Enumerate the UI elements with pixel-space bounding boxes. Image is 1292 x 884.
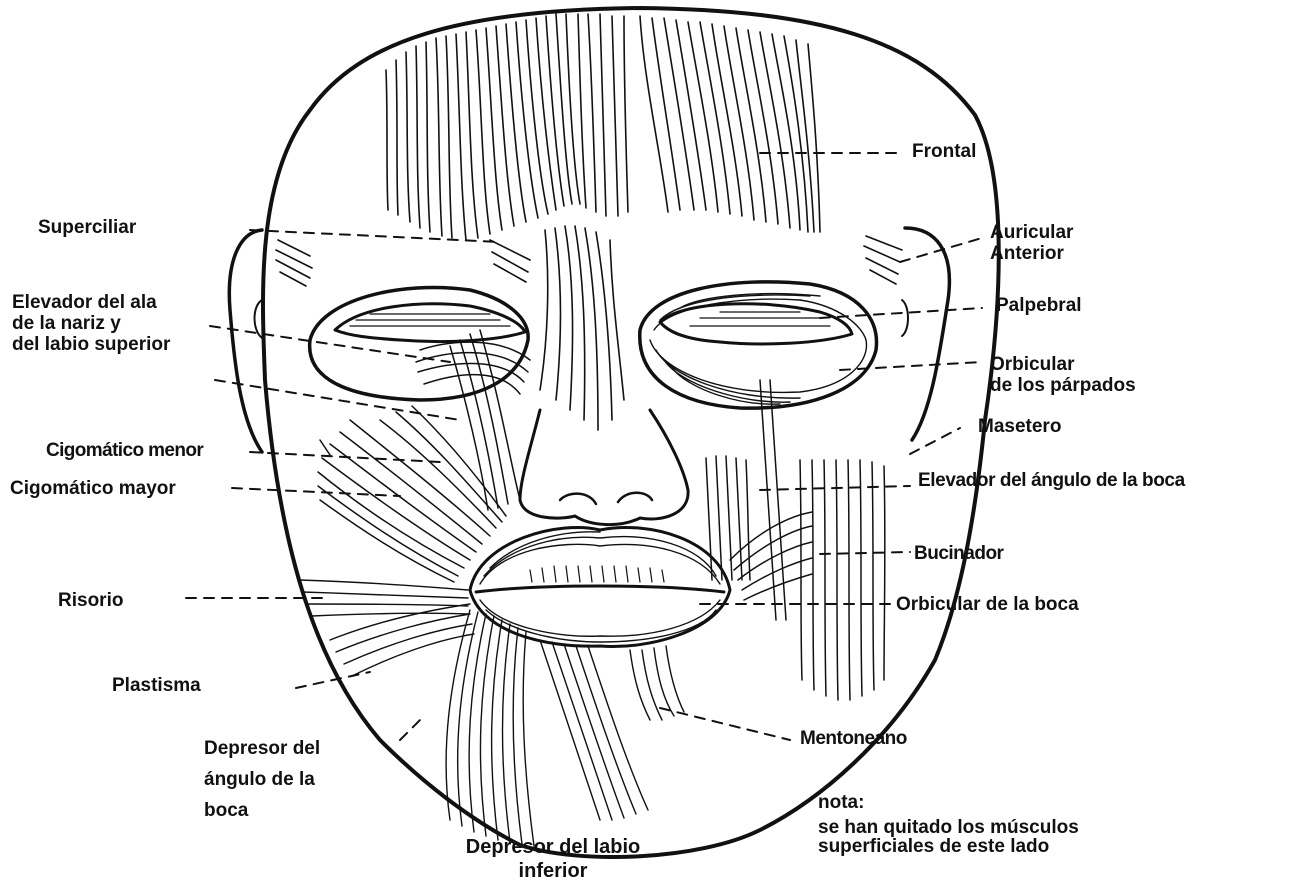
label-masetero: Masetero — [978, 416, 1061, 437]
risorio-muscle — [300, 580, 468, 616]
right-eye — [660, 304, 852, 344]
note-title: nota: — [818, 792, 864, 813]
frontal-muscle — [386, 14, 820, 240]
leader-depresor-angulo — [400, 720, 420, 740]
elevador-ala-muscle — [416, 330, 530, 510]
leader-palpebral — [820, 308, 982, 318]
label-depresor-angulo: Depresor del ángulo de la boca — [204, 733, 320, 826]
lips-line — [476, 586, 724, 592]
leader-plastisma — [296, 672, 370, 688]
label-elevador-ala: Elevador del ala de la nariz y del labio… — [12, 292, 170, 355]
depresor-labio-muscle — [540, 640, 648, 820]
label-risorio: Risorio — [58, 590, 123, 611]
label-cigomatico-menor: Cigomático menor — [46, 440, 203, 461]
leader-mentoneano — [660, 708, 790, 740]
auricular-anterior-muscle — [864, 236, 902, 284]
leader-elevador-angulo — [760, 486, 910, 490]
label-depresor-labio: Depresor del labio inferior — [438, 835, 668, 883]
label-orbicular-boca: Orbicular de la boca — [896, 594, 1079, 615]
masetero-muscle — [760, 380, 885, 700]
label-cigomatico-mayor: Cigomático mayor — [10, 478, 176, 499]
label-frontal: Frontal — [912, 141, 976, 162]
label-mentoneano: Mentoneano — [800, 728, 907, 749]
label-elevador-angulo: Elevador del ángulo de la boca — [918, 470, 1185, 491]
nose-outline — [520, 410, 688, 525]
note-text: se han quitado los músculos superficiale… — [818, 818, 1079, 856]
superciliar-muscle — [276, 240, 530, 286]
left-eye — [335, 304, 525, 342]
procerus-muscle — [540, 226, 624, 430]
label-auricular-anterior: Auricular Anterior — [990, 222, 1073, 264]
leader-bucinador — [820, 552, 910, 554]
mentoneano-muscle — [630, 646, 684, 720]
label-plastisma: Plastisma — [112, 675, 201, 696]
left-ear — [229, 230, 262, 452]
right-ear — [905, 228, 949, 440]
leader-cigomatico-menor — [250, 452, 440, 462]
leader-auricular — [900, 238, 982, 262]
label-bucinador: Bucinador — [914, 543, 1003, 564]
label-orbicular-parpados: Orbicular de los párpados — [990, 354, 1136, 396]
leader-lines — [186, 153, 982, 740]
depresor-angulo-muscle — [446, 610, 534, 846]
leader-cigomatico-mayor — [232, 488, 400, 496]
label-palpebral: Palpebral — [996, 295, 1082, 316]
leader-superciliar — [250, 230, 500, 242]
label-superciliar: Superciliar — [38, 217, 136, 238]
leader-elevador-ala-1 — [210, 326, 450, 362]
